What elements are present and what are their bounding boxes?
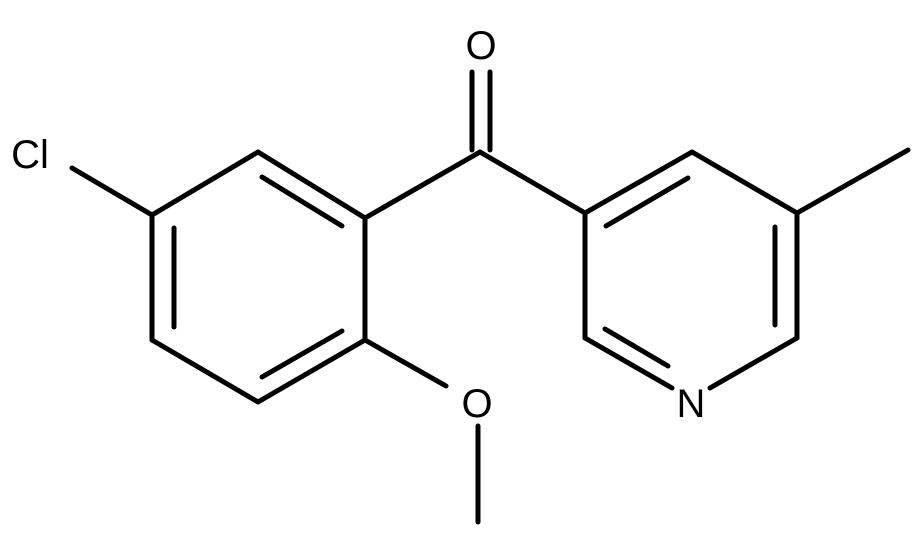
benzene-bond-1 — [255, 149, 368, 221]
benzene-bond-2 — [149, 149, 261, 218]
benzene-bond-5-inner — [259, 328, 345, 380]
benzene-bond-5 — [255, 337, 368, 405]
atom-label-carbonyl-oxygen: O — [465, 24, 496, 68]
benzene-bond-1-inner — [259, 174, 345, 229]
bond-c-cl — [69, 165, 155, 218]
benzene-bond-4 — [149, 337, 261, 405]
bond-c-methyl — [794, 147, 911, 216]
methoxy-group — [362, 337, 481, 525]
pyridine-ring — [582, 149, 800, 391]
benzene-ring — [149, 149, 368, 405]
atom-label-chlorine: Cl — [11, 133, 49, 177]
pyridine-bond-5 — [582, 335, 675, 391]
pyridine-bond-2 — [689, 149, 800, 216]
carbonyl-group — [469, 69, 493, 153]
bond-c-o-methoxy — [362, 337, 449, 389]
atom-label-pyridine-nitrogen: N — [677, 382, 706, 426]
pyridine-bond-4 — [707, 335, 800, 391]
atom-label-methoxy-oxygen: O — [461, 382, 492, 426]
bond-carbonyl-to-pyridine — [477, 149, 588, 216]
bond-carbonyl-to-benzene — [362, 149, 483, 221]
pyridine-bond-5-inner — [602, 326, 671, 369]
pyridine-bond-1-inner — [603, 175, 691, 229]
pyridine-bond-1 — [582, 149, 695, 216]
